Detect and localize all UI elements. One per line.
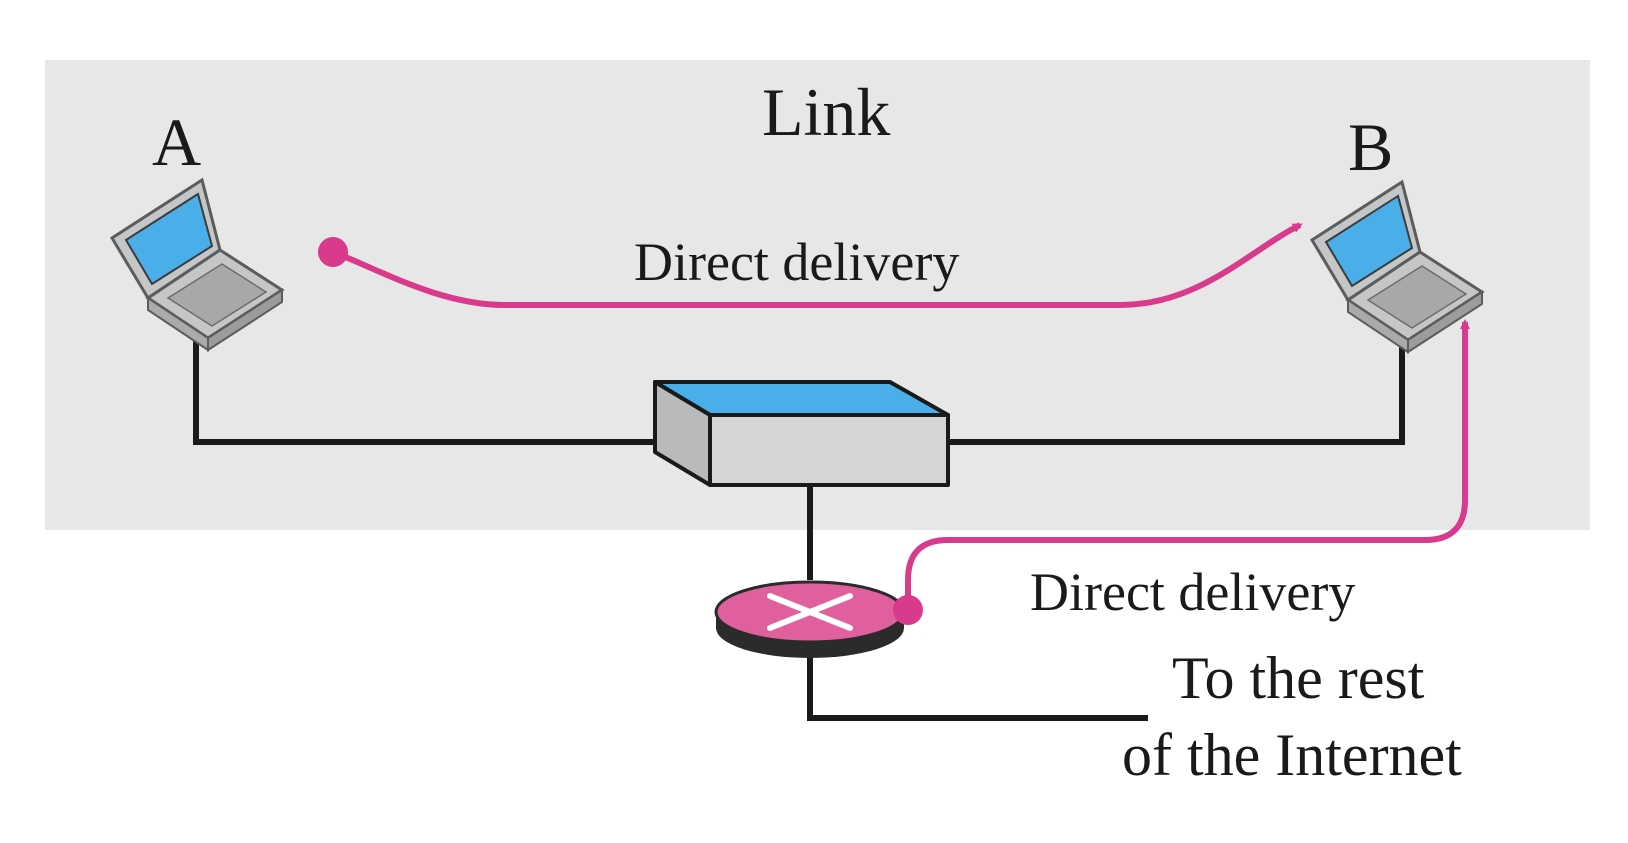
internet-label-line2: of the Internet (1122, 722, 1462, 788)
host-a-label: A (152, 104, 201, 180)
arrow-bottom-path (905, 319, 1470, 610)
switch-icon (653, 380, 950, 487)
arrow-top-path (331, 222, 1303, 308)
laptop-icon (109, 177, 285, 352)
delivery-top-label: Direct delivery (634, 232, 959, 292)
wire-a-switch (193, 338, 680, 445)
laptop-icon (1309, 179, 1485, 354)
delivery-bottom-label: Direct delivery (1030, 562, 1355, 622)
router-icon (714, 580, 906, 658)
wire-b-switch (948, 338, 1405, 445)
internet-label-line1: To the rest (1172, 645, 1425, 711)
link-label: Link (762, 74, 890, 150)
wire-router-internet (807, 650, 1148, 721)
wires (193, 338, 1405, 721)
host-b-label: B (1348, 109, 1393, 185)
